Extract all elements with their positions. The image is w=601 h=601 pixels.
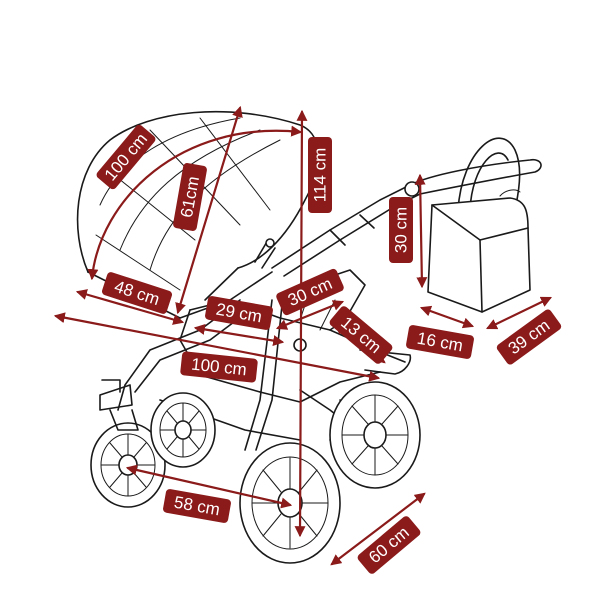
label-bag-width: 39 cm <box>496 309 562 365</box>
wheelbase-text: 58 cm <box>173 493 222 520</box>
wheelbase-arrow <box>125 464 293 509</box>
width-arrow <box>330 492 426 566</box>
bag-depth-arrow <box>419 305 475 329</box>
changing-bag <box>427 137 531 313</box>
hood-height-arrow <box>175 105 243 315</box>
bag-depth-text: 16 cm <box>416 329 465 356</box>
label-bag-height: 30 cm <box>389 197 413 263</box>
bag-width-arrow <box>486 296 552 330</box>
label-hood-arc: 100 cm <box>96 124 156 190</box>
label-footrest: 13 cm <box>329 306 393 364</box>
rear-left-wheel <box>239 442 341 564</box>
total-length-arrow <box>53 312 381 382</box>
bag-height-arrow <box>414 173 428 289</box>
label-bag-depth: 16 cm <box>406 325 474 359</box>
seat-width-text: 29 cm <box>215 300 264 327</box>
label-total-length: 100 cm <box>180 351 258 383</box>
hood-arc-arrow <box>87 125 303 281</box>
rear-right-wheel <box>329 381 421 489</box>
label-hood-height: 61cm <box>173 163 207 231</box>
label-total-height: 114 cm <box>308 137 332 213</box>
label-seat-width: 29 cm <box>205 296 273 330</box>
dimension-lines <box>53 105 552 566</box>
label-width: 60 cm <box>357 516 421 574</box>
front-right-wheel <box>150 392 216 468</box>
label-backrest: 30 cm <box>276 268 344 316</box>
hood-arc-text: 100 cm <box>101 130 151 185</box>
label-wheelbase: 58 cm <box>163 489 231 523</box>
bag-height-text: 30 cm <box>392 207 411 253</box>
total-height-text: 114 cm <box>311 148 330 203</box>
